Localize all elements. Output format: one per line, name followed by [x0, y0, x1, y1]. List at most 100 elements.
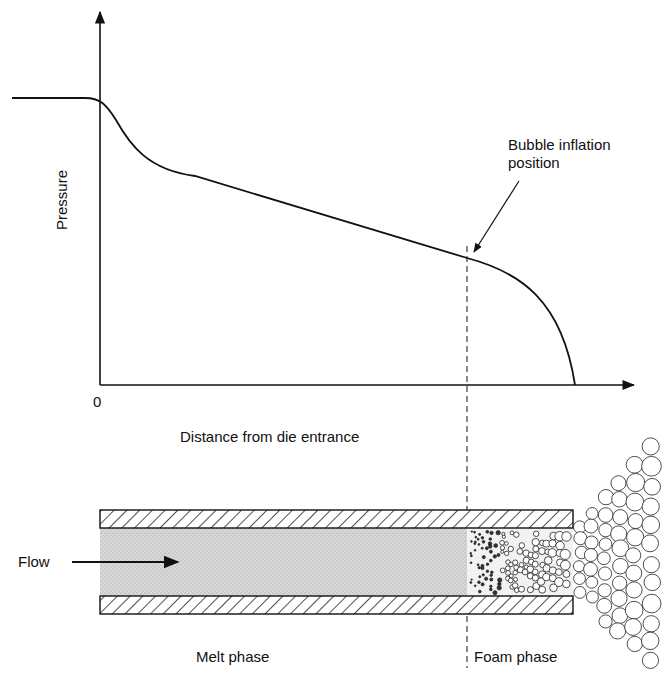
bubble — [497, 553, 500, 556]
bubble — [482, 574, 484, 576]
bubble — [489, 588, 492, 591]
bubble — [642, 498, 659, 515]
bubble — [584, 562, 598, 576]
bubble — [598, 584, 611, 597]
bubble — [497, 586, 501, 590]
bubble — [642, 535, 659, 552]
bubble — [574, 586, 586, 598]
bubble — [498, 582, 501, 585]
bubble — [610, 623, 626, 639]
bubble — [490, 585, 492, 587]
y-axis — [99, 12, 101, 385]
axis-title: Pressure — [53, 170, 71, 230]
bubble — [586, 576, 598, 588]
bubble — [532, 561, 538, 567]
bubble — [584, 549, 597, 562]
bubble — [513, 560, 518, 565]
axis-title: Distance from die entrance — [180, 428, 359, 446]
bubble — [493, 591, 497, 595]
bubble — [482, 540, 485, 543]
bubble — [501, 550, 504, 553]
region-label: Foam phase — [474, 648, 557, 666]
die-wall-top — [100, 510, 573, 528]
bubble — [475, 536, 477, 538]
bubble — [611, 526, 627, 542]
bubble — [644, 574, 661, 591]
bubble — [573, 561, 584, 572]
bubble — [490, 578, 493, 581]
bubble — [470, 552, 472, 554]
bubble — [470, 582, 472, 584]
bubble — [599, 523, 612, 536]
bubble — [532, 569, 538, 575]
bubble — [500, 546, 504, 550]
bubble — [612, 492, 627, 507]
bubble — [586, 591, 598, 603]
bubble — [517, 549, 523, 555]
bubble — [532, 538, 539, 545]
bubble — [508, 578, 513, 583]
foam-bubbles — [470, 438, 661, 669]
bubble — [471, 541, 473, 543]
bubble — [585, 536, 598, 549]
bubble — [598, 508, 613, 523]
bubble — [513, 570, 518, 575]
bubble — [574, 573, 586, 585]
bubble — [470, 562, 472, 564]
bubble — [611, 476, 626, 491]
bubble — [599, 538, 612, 551]
bubble — [586, 508, 598, 520]
bubble — [641, 632, 658, 649]
bubble — [642, 594, 661, 613]
bubble — [626, 456, 643, 473]
bubble — [489, 545, 492, 548]
bubble — [477, 564, 479, 566]
bubble — [490, 531, 493, 534]
bubble — [493, 555, 496, 558]
region-label: Melt phase — [196, 648, 269, 666]
axis-origin: 0 — [93, 393, 101, 411]
bubble — [486, 563, 489, 566]
bubble — [482, 556, 485, 559]
bubble — [626, 565, 642, 581]
bubble — [498, 578, 502, 582]
bubble — [643, 557, 659, 573]
bubble — [477, 538, 479, 540]
bubble — [478, 581, 481, 584]
bubble — [519, 543, 525, 549]
bubble — [471, 579, 472, 580]
foam-fill — [467, 528, 573, 596]
bubble — [500, 568, 505, 573]
bubble — [533, 531, 538, 536]
pressure-curve — [12, 98, 575, 385]
bubble — [519, 586, 525, 592]
bubble — [612, 576, 626, 590]
bubble — [478, 590, 481, 593]
bubble — [642, 516, 660, 534]
bubble — [532, 553, 538, 559]
bubble — [474, 585, 476, 587]
bubble — [539, 548, 546, 555]
bubble — [626, 493, 644, 511]
bubble — [543, 573, 551, 581]
bubble — [494, 544, 498, 548]
bubble — [642, 652, 658, 668]
bubble — [500, 540, 505, 545]
bubble — [514, 532, 519, 537]
bubble — [491, 571, 494, 574]
bubble — [642, 438, 659, 455]
bubble — [474, 549, 476, 551]
bubble — [513, 577, 517, 581]
bubble — [644, 478, 661, 495]
die-wall-bottom — [100, 596, 573, 614]
bubble — [527, 587, 533, 593]
bubble — [481, 583, 484, 586]
bubble — [504, 551, 508, 555]
bubble — [479, 576, 481, 578]
bubble — [496, 531, 500, 535]
bubble — [489, 538, 492, 541]
bubble — [474, 531, 476, 533]
bubble — [474, 543, 476, 545]
bubble — [489, 559, 492, 562]
bubble — [584, 519, 598, 533]
